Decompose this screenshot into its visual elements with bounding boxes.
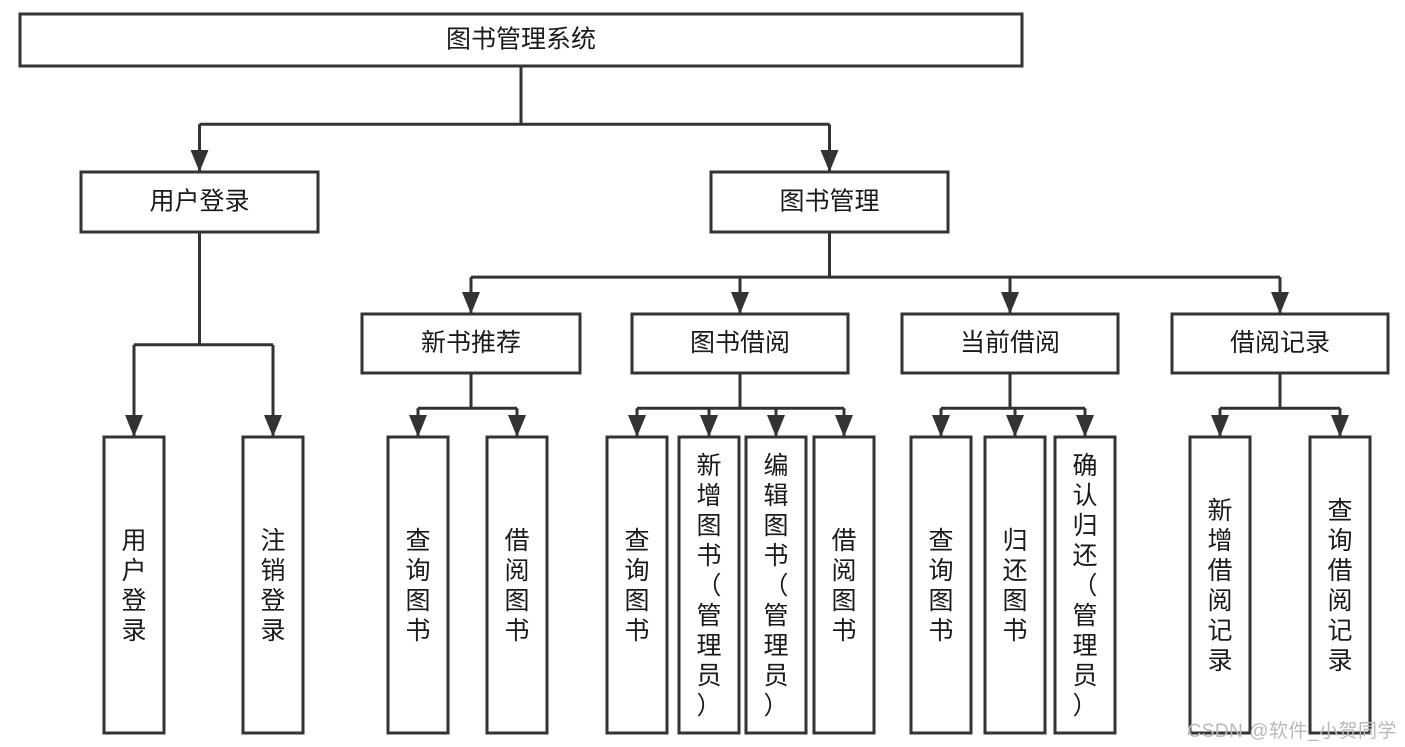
arrow-head-icon <box>628 415 646 437</box>
arrow-head-icon <box>1211 415 1229 437</box>
node-leaf-return-book-label: 归还图书 <box>1002 527 1027 645</box>
node-leaf-add-book[interactable]: 新增图书（管理员） <box>677 435 741 735</box>
node-leaf-query-book-1-label: 查询图书 <box>405 527 430 645</box>
edge-layer <box>125 66 1349 437</box>
connector-group-root <box>190 66 839 172</box>
arrow-head-icon <box>1331 415 1349 437</box>
node-root-box[interactable] <box>18 12 1024 68</box>
node-leaf-confirm-return-label: 确认归还（管理员） <box>1072 452 1097 720</box>
connector-group-user-login <box>125 232 282 437</box>
arrow-head-icon <box>264 415 282 437</box>
arrow-head-icon <box>932 415 950 437</box>
node-leaf-borrow-book-1[interactable]: 借阅图书 <box>485 435 549 735</box>
node-book-manage[interactable]: 图书管理 <box>709 170 950 234</box>
arrow-head-icon <box>1271 292 1289 314</box>
node-current-borrow-label: 当前借阅 <box>960 329 1060 357</box>
node-leaf-query-book-2-label: 查询图书 <box>624 527 649 645</box>
node-leaf-query-book-3-label: 查询图书 <box>928 527 953 645</box>
node-new-book-recommend-box[interactable] <box>360 312 582 375</box>
arrow-head-icon <box>1001 292 1019 314</box>
node-leaf-query-book-2-box[interactable] <box>605 435 669 735</box>
node-leaf-add-record[interactable]: 新增借阅记录 <box>1188 435 1252 735</box>
node-leaf-add-record-box[interactable] <box>1188 435 1252 735</box>
node-layer: 图书管理系统用户登录图书管理新书推荐图书借阅当前借阅借阅记录用户登录注销登录查询… <box>18 12 1390 735</box>
node-borrow-record-label: 借阅记录 <box>1230 329 1330 357</box>
node-book-borrow[interactable]: 图书借阅 <box>630 312 850 375</box>
arrow-head-icon <box>767 415 785 437</box>
node-leaf-borrow-book-2-box[interactable] <box>812 435 876 735</box>
connector-group-borrow-record <box>1211 373 1349 437</box>
node-leaf-query-record-box[interactable] <box>1308 435 1372 735</box>
node-leaf-user-login[interactable]: 用户登录 <box>102 435 166 735</box>
node-leaf-add-book-label: 新增图书（管理员） <box>696 452 721 720</box>
node-leaf-return-book[interactable]: 归还图书 <box>983 435 1047 735</box>
node-leaf-borrow-book-1-box[interactable] <box>485 435 549 735</box>
arrow-head-icon <box>125 415 143 437</box>
node-leaf-query-book-1[interactable]: 查询图书 <box>386 435 450 735</box>
node-user-login[interactable]: 用户登录 <box>79 170 320 234</box>
node-book-manage-box[interactable] <box>709 170 950 234</box>
node-root-label: 图书管理系统 <box>446 26 596 54</box>
node-leaf-edit-book[interactable]: 编辑图书（管理员） <box>744 435 808 735</box>
node-leaf-logout-label: 注销登录 <box>260 527 285 645</box>
node-leaf-user-login-label: 用户登录 <box>121 527 146 645</box>
arrow-head-icon <box>462 292 480 314</box>
node-borrow-record[interactable]: 借阅记录 <box>1170 312 1390 375</box>
arrow-head-icon <box>700 415 718 437</box>
node-leaf-confirm-return[interactable]: 确认归还（管理员） <box>1053 435 1117 735</box>
node-leaf-confirm-return-box[interactable] <box>1053 435 1117 735</box>
arrow-head-icon <box>1006 415 1024 437</box>
arrow-head-icon <box>835 415 853 437</box>
node-user-login-box[interactable] <box>79 170 320 234</box>
node-leaf-add-record-label: 新增借阅记录 <box>1207 497 1232 675</box>
connector-group-current-borrow <box>932 373 1094 437</box>
node-leaf-query-record-label: 查询借阅记录 <box>1327 497 1352 675</box>
node-leaf-query-record[interactable]: 查询借阅记录 <box>1308 435 1372 735</box>
node-leaf-borrow-book-2[interactable]: 借阅图书 <box>812 435 876 735</box>
connector-group-book-borrow <box>628 373 853 437</box>
node-root[interactable]: 图书管理系统 <box>18 12 1024 68</box>
node-leaf-edit-book-box[interactable] <box>744 435 808 735</box>
node-leaf-query-book-1-box[interactable] <box>386 435 450 735</box>
node-leaf-query-book-3-box[interactable] <box>909 435 973 735</box>
node-book-borrow-box[interactable] <box>630 312 850 375</box>
node-leaf-query-book-2[interactable]: 查询图书 <box>605 435 669 735</box>
node-current-borrow-box[interactable] <box>900 312 1120 375</box>
node-book-borrow-label: 图书借阅 <box>690 329 790 357</box>
connector-group-book-manage <box>462 232 1289 314</box>
node-current-borrow[interactable]: 当前借阅 <box>900 312 1120 375</box>
node-leaf-add-book-box[interactable] <box>677 435 741 735</box>
node-book-manage-label: 图书管理 <box>779 188 879 216</box>
node-leaf-borrow-book-2-label: 借阅图书 <box>831 527 856 645</box>
arrow-head-icon <box>731 292 749 314</box>
node-leaf-query-book-3[interactable]: 查询图书 <box>909 435 973 735</box>
node-user-login-label: 用户登录 <box>149 188 249 216</box>
node-leaf-logout-box[interactable] <box>241 435 305 735</box>
node-borrow-record-box[interactable] <box>1170 312 1390 375</box>
arrow-head-icon <box>820 150 839 172</box>
connector-group-new-book-recommend <box>409 373 526 437</box>
arrow-head-icon <box>190 150 209 172</box>
node-leaf-user-login-box[interactable] <box>102 435 166 735</box>
node-leaf-edit-book-label: 编辑图书（管理员） <box>763 452 788 720</box>
node-new-book-recommend-label: 新书推荐 <box>421 329 521 357</box>
arrow-head-icon <box>409 415 427 437</box>
node-leaf-return-book-box[interactable] <box>983 435 1047 735</box>
node-leaf-borrow-book-1-label: 借阅图书 <box>504 527 529 645</box>
node-new-book-recommend[interactable]: 新书推荐 <box>360 312 582 375</box>
arrow-head-icon <box>508 415 526 437</box>
arrow-head-icon <box>1076 415 1094 437</box>
node-leaf-logout[interactable]: 注销登录 <box>241 435 305 735</box>
